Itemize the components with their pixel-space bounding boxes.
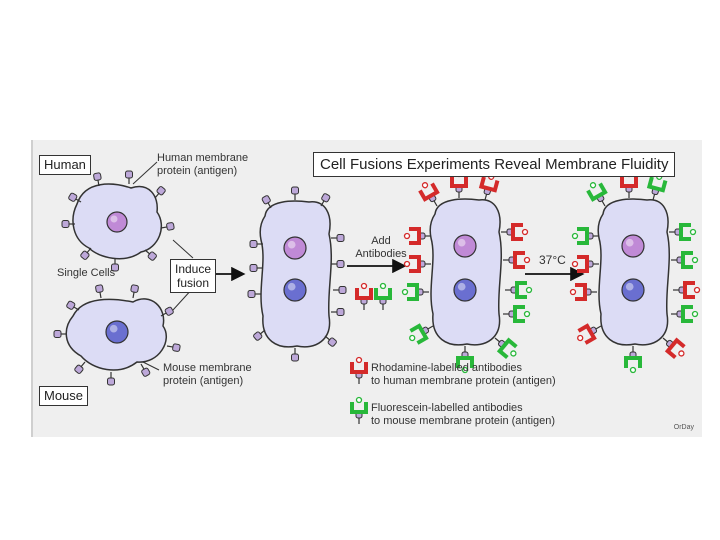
human-protein-7	[80, 247, 92, 260]
labeled-green-antibody-2	[409, 323, 434, 345]
mouse-protein-7	[74, 361, 86, 374]
human-protein-0	[68, 192, 82, 203]
mixed-cell	[597, 198, 671, 346]
fused-human-nucleus-highlight	[287, 240, 296, 249]
induce-fusion-box: Induce fusion	[170, 259, 216, 293]
credit-text: OrDay	[673, 424, 694, 431]
human-protein-6	[111, 258, 119, 272]
mixed-antibody-12	[671, 305, 699, 323]
single-cells-caption: Single Cells	[57, 267, 116, 279]
figure-title: Cell Fusions Experiments Reveal Membrane…	[313, 152, 676, 177]
human-label: Human	[39, 155, 91, 175]
mixed-antibody-3	[669, 223, 697, 241]
mixed-antibody-6	[671, 251, 699, 269]
fused-human-protein-4	[249, 240, 263, 248]
labeled-cell	[429, 198, 503, 346]
labeled-human-nucleus-highlight	[457, 238, 466, 247]
mouse-protein-caption: Mouse membrane protein (antigen)	[163, 362, 252, 387]
labeled-mouse-nucleus	[453, 278, 477, 302]
mouse-protein-5	[140, 363, 151, 377]
fused-human-nucleus	[283, 236, 307, 260]
mouse-protein-4	[166, 343, 181, 352]
fused-mouse-nucleus-highlight	[287, 282, 296, 291]
rhodamine-legend: Rhodamine-labelled antibodies to human m…	[371, 362, 556, 387]
fused-mouse-protein-3	[291, 348, 299, 362]
labeled-red-antibody-3	[501, 223, 529, 241]
mouse-protein-8	[53, 330, 67, 338]
legend-rhodamine-icon	[350, 356, 368, 384]
mixed-antibody-8	[673, 281, 701, 299]
human-protein-caption: Human membrane protein (antigen)	[157, 152, 249, 177]
labeled-mouse-nucleus-highlight	[457, 282, 466, 291]
labeled-red-antibody-4	[403, 227, 431, 245]
human-protein-8	[61, 220, 75, 228]
mixed-antibody-7	[569, 283, 597, 301]
sample-fluorescein-antibody	[374, 282, 392, 310]
mixed-antibody-4	[571, 227, 599, 245]
human-nucleus	[106, 211, 128, 233]
mouse-protein-3	[160, 306, 174, 317]
mixed-antibody-5	[571, 255, 599, 273]
human-protein-leader	[132, 161, 158, 185]
mouse-protein-2	[130, 284, 139, 299]
labeled-green-antibody-4	[494, 337, 518, 360]
mixed-antibody-11	[662, 337, 686, 360]
fused-mouse-protein-0	[247, 290, 261, 298]
labeled-red-antibody-6	[503, 251, 531, 269]
mouse-protein-1	[95, 284, 104, 299]
labeled-red-antibody-5	[403, 255, 431, 273]
fused-mouse-nucleus	[283, 278, 307, 302]
labeled-green-antibody-0	[401, 283, 429, 301]
labeled-green-antibody-1	[505, 281, 533, 299]
legend-fluorescein-icon	[350, 396, 368, 424]
mixed-mouse-nucleus	[621, 278, 645, 302]
temperature-label: 37°C	[539, 253, 566, 267]
mixed-antibody-10	[624, 346, 642, 374]
mouse-protein-0	[66, 300, 80, 311]
human-nucleus-highlight	[110, 215, 118, 223]
arrow-human-to-induce	[172, 239, 194, 259]
add-antibodies-caption: Add Antibodies	[355, 235, 407, 260]
mouse-label: Mouse	[39, 386, 89, 406]
mouse-nucleus	[105, 320, 129, 344]
fused-human-protein-0	[261, 195, 272, 209]
labeled-green-antibody-3	[456, 346, 474, 374]
fused-human-protein-1	[291, 186, 299, 200]
fused-human-protein-5	[249, 264, 263, 272]
human-protein-4	[160, 222, 175, 231]
fused-human-protein-6	[331, 260, 345, 268]
mixed-human-nucleus	[621, 234, 645, 258]
human-protein-1	[93, 172, 102, 187]
sample-rhodamine-antibody	[355, 282, 373, 310]
mixed-antibody-9	[577, 323, 602, 345]
fused-mouse-protein-2	[253, 329, 266, 341]
diagram-canvas	[53, 161, 701, 424]
fluorescein-legend: Fluorescein-labelled antibodies to mouse…	[371, 402, 556, 427]
mixed-human-nucleus-highlight	[625, 238, 634, 247]
labeled-red-antibody-0	[418, 182, 440, 207]
human-protein-3	[154, 186, 166, 199]
fused-human-protein-2	[320, 193, 331, 207]
mouse-protein-leader	[142, 361, 160, 371]
human-protein-5	[144, 249, 157, 261]
fused-mouse-protein-1	[333, 286, 347, 294]
figure-panel: Human Mouse Human membrane protein (anti…	[31, 140, 702, 437]
mouse-protein-6	[107, 372, 115, 386]
labeled-green-antibody-5	[503, 305, 531, 323]
mixed-antibody-0	[586, 182, 608, 207]
mixed-mouse-nucleus-highlight	[625, 282, 634, 291]
fused-mouse-protein-4	[324, 335, 337, 347]
fused-mouse-protein-5	[331, 308, 345, 316]
fused-human-protein-3	[331, 234, 345, 242]
fused-cell	[259, 200, 333, 348]
labeled-human-nucleus	[453, 234, 477, 258]
human-protein-2	[125, 170, 133, 184]
mouse-nucleus-highlight	[109, 324, 118, 333]
